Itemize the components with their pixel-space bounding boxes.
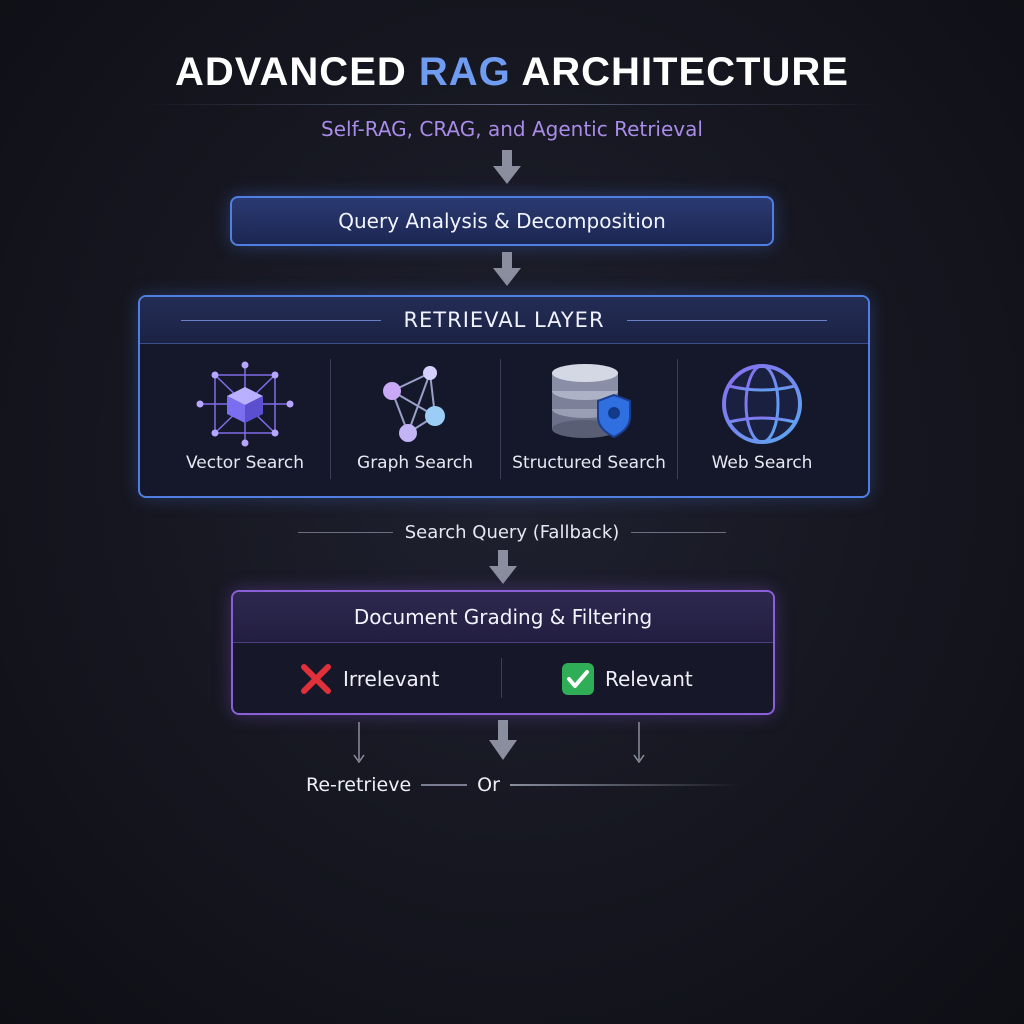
retrieval-item-label: Graph Search <box>357 453 473 473</box>
column-divider <box>330 359 331 479</box>
globe-icon <box>707 361 817 447</box>
fallback-rule-left <box>297 532 393 533</box>
document-grading-title: Document Grading & Filtering <box>353 605 653 629</box>
graph-nodes-icon <box>360 361 470 447</box>
bottom-row: Re-retrieve Or <box>306 774 740 796</box>
bottom-rule-fade <box>509 784 740 786</box>
cross-icon <box>301 664 331 694</box>
fallback-rule-right <box>631 532 727 533</box>
or-label: Or <box>477 774 500 796</box>
retrieval-item-label: Structured Search <box>512 453 666 473</box>
column-divider <box>500 359 501 479</box>
page-title: ADVANCED RAG ARCHITECTURE <box>0 50 1024 95</box>
header-rule-right <box>626 319 827 321</box>
column-divider <box>677 359 678 479</box>
down-arrow-icon <box>493 150 521 184</box>
query-analysis-label: Query Analysis & Decomposition <box>338 209 666 233</box>
title-accent: RAG <box>418 50 511 94</box>
down-arrow-icon <box>493 252 521 286</box>
query-analysis-box: Query Analysis & Decomposition <box>230 196 774 246</box>
title-prefix: ADVANCED <box>175 50 419 94</box>
small-down-arrow-icon <box>353 722 365 764</box>
title-divider <box>140 104 884 105</box>
bottom-rule <box>421 784 468 786</box>
small-down-arrow-icon <box>633 722 645 764</box>
down-arrow-icon <box>489 720 517 760</box>
grade-irrelevant: Irrelevant <box>299 654 439 704</box>
retrieval-item-label: Vector Search <box>186 453 304 473</box>
down-arrow-icon <box>489 550 517 584</box>
retrieval-layer-box: RETRIEVAL LAYER <box>138 295 870 498</box>
checkmark-icon <box>562 663 594 695</box>
fallback-label: Search Query (Fallback) <box>404 522 620 543</box>
document-grading-box: Document Grading & Filtering Irrelevant … <box>231 590 775 715</box>
retrieval-item-label: Web Search <box>711 453 813 473</box>
header-rule-left <box>181 319 382 321</box>
page-subtitle: Self-RAG, CRAG, and Agentic Retrieval <box>321 117 703 141</box>
retrieval-item-structured-search: Structured Search <box>500 343 678 496</box>
retrieval-item-graph-search: Graph Search <box>330 343 500 496</box>
vector-cube-icon <box>190 361 300 447</box>
database-shield-icon <box>534 361 644 447</box>
re-retrieve-label: Re-retrieve <box>306 774 412 796</box>
retrieval-item-web-search: Web Search <box>677 343 847 496</box>
grade-divider <box>501 658 502 698</box>
title-suffix: ARCHITECTURE <box>510 50 849 94</box>
fallback-row: Search Query (Fallback) <box>0 522 1024 543</box>
retrieval-layer-title: RETRIEVAL LAYER <box>403 308 605 332</box>
retrieval-layer-header: RETRIEVAL LAYER <box>140 297 868 344</box>
grade-relevant: Relevant <box>561 654 693 704</box>
document-grading-header: Document Grading & Filtering <box>233 592 773 643</box>
retrieval-item-vector-search: Vector Search <box>160 343 330 496</box>
grade-relevant-label: Relevant <box>605 667 693 691</box>
grade-irrelevant-label: Irrelevant <box>343 667 440 691</box>
